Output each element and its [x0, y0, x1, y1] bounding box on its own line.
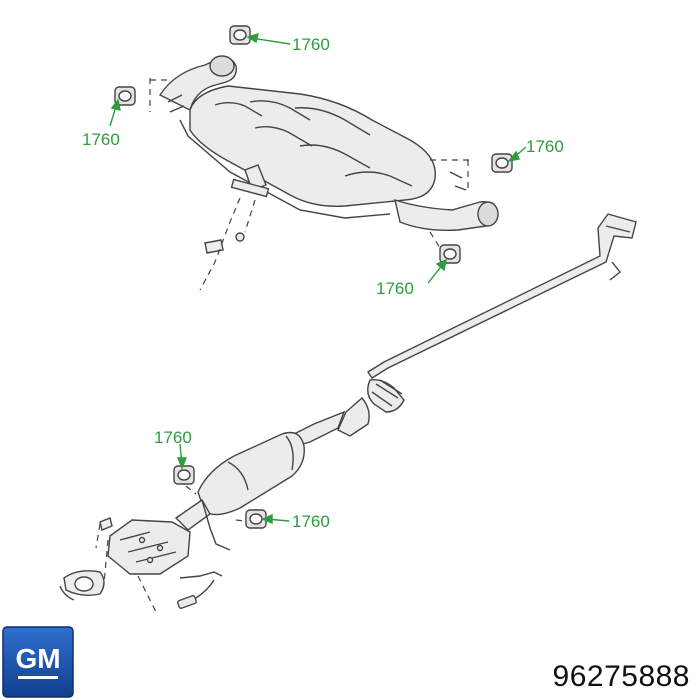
- part-number: 96275888: [552, 660, 690, 693]
- rubber-mounts-lower: [173, 465, 267, 529]
- guide-lines-upper: [149, 78, 470, 291]
- rubber-mount-4: [439, 244, 461, 264]
- gm-logo-text: GM: [15, 643, 60, 674]
- callout-label: 1760: [154, 428, 192, 447]
- rubber-mount-5: [173, 465, 195, 485]
- callout-label: 1760: [376, 279, 414, 298]
- rubber-mount-3: [491, 153, 513, 173]
- callout-leaders: [109, 32, 527, 525]
- catalytic-converter: [59, 431, 305, 609]
- callout-label: 1760: [292, 35, 330, 54]
- rubber-mount-6: [245, 509, 267, 529]
- gm-logo: GM: [2, 626, 74, 698]
- rear-muffler: [158, 55, 499, 254]
- rubber-mounts-upper: [114, 25, 513, 264]
- callout-label: 1760: [526, 137, 564, 156]
- callout-label: 1760: [292, 512, 330, 531]
- rubber-mount-1: [229, 25, 251, 45]
- callout-label: 1760: [82, 130, 120, 149]
- intermediate-pipe: [284, 213, 637, 447]
- rubber-mount-2: [114, 86, 136, 106]
